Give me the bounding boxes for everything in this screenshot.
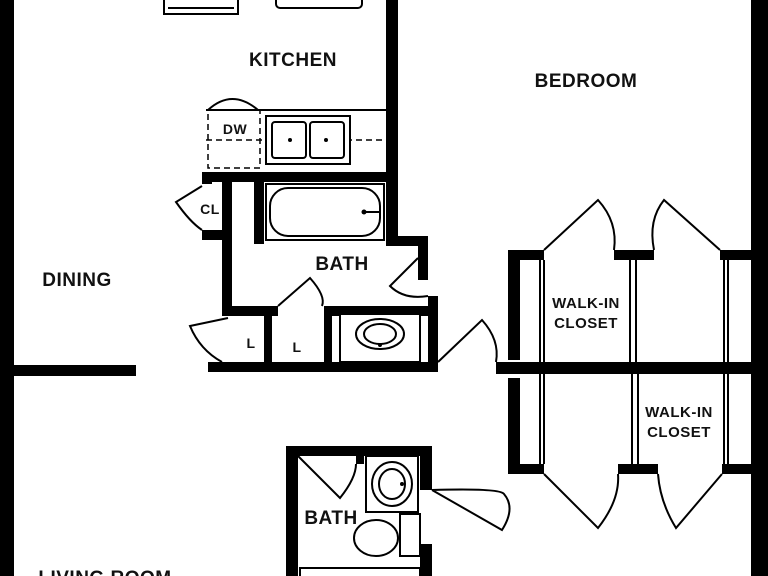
left-exterior-wall bbox=[0, 0, 14, 576]
dishwasher-outline bbox=[207, 109, 261, 169]
label-walkin-1b: CLOSET bbox=[554, 315, 618, 332]
linen-divider-1 bbox=[264, 306, 272, 372]
right-exterior-wall bbox=[751, 0, 768, 576]
lower-bath-inner-wall bbox=[356, 446, 364, 464]
bedroom-door-swing bbox=[437, 318, 498, 363]
bath-top-wall bbox=[202, 172, 398, 182]
dishwasher-arc bbox=[207, 98, 259, 111]
closet-left-jamb-bottom bbox=[508, 378, 520, 470]
kitchen-sink bbox=[265, 115, 351, 165]
toilet-tank bbox=[399, 513, 421, 557]
window-lines bbox=[539, 260, 729, 464]
closet-left-wall-lower bbox=[202, 230, 232, 240]
lower-bath-door-swing bbox=[431, 488, 511, 532]
label-living-room: LIVING ROOM bbox=[38, 568, 171, 576]
lower-bath-right-wall bbox=[420, 446, 432, 490]
toilet-bowl bbox=[353, 519, 399, 557]
closet-mid-wall bbox=[496, 362, 756, 374]
label-linen-1: L bbox=[246, 335, 255, 351]
lower-vanity-sink bbox=[365, 455, 419, 513]
fixtures bbox=[163, 0, 421, 576]
label-dining: DINING bbox=[42, 270, 112, 291]
closet-top-post-1 bbox=[508, 250, 544, 260]
label-kitchen: KITCHEN bbox=[249, 50, 337, 71]
closet-door-arc-2 bbox=[651, 198, 721, 251]
vanity-top bbox=[326, 306, 428, 316]
label-bath-lower: BATH bbox=[304, 508, 357, 529]
linen-row-top bbox=[222, 306, 278, 316]
label-walkin-1a: WALK-IN bbox=[552, 295, 620, 312]
bath-right-wall bbox=[418, 236, 428, 280]
closet-top-post-3 bbox=[720, 250, 756, 260]
label-bedroom: BEDROOM bbox=[535, 71, 638, 92]
closet-top-post-2 bbox=[614, 250, 654, 260]
dining-living-wall bbox=[14, 365, 136, 376]
label-bath-upper: BATH bbox=[315, 254, 368, 275]
kitchen-bedroom-wall bbox=[386, 0, 398, 246]
linen-divider-2 bbox=[324, 306, 332, 372]
lower-bathtub bbox=[299, 567, 421, 576]
label-walkin-2a: WALK-IN bbox=[645, 404, 713, 421]
fridge-top bbox=[275, 0, 363, 9]
room-labels: KITCHEN BEDROOM DINING LIVING ROOM BATH … bbox=[38, 50, 712, 576]
bath-inner-door-swing bbox=[277, 276, 324, 307]
closet-door-arc-1 bbox=[543, 198, 616, 251]
bath-bottom-wall bbox=[208, 362, 438, 372]
bath-right-wall-lower bbox=[428, 296, 438, 372]
lower-bath-left-wall bbox=[286, 446, 298, 576]
linen-door-swing bbox=[188, 317, 229, 363]
closet-bottom-post-2 bbox=[618, 464, 658, 474]
vanity-sink bbox=[339, 313, 421, 363]
tub-left-wall bbox=[254, 182, 264, 244]
closet-left-wall bbox=[202, 172, 212, 184]
bath-right-upper bbox=[386, 236, 428, 246]
label-dishwasher: DW bbox=[223, 121, 248, 137]
lower-bath-right-wall-lower bbox=[420, 544, 432, 576]
lower-bath-inner-door bbox=[297, 455, 357, 500]
bath-door-swing bbox=[388, 257, 429, 298]
closet-divider bbox=[222, 182, 232, 316]
cl-door-swing bbox=[174, 185, 203, 231]
door-swings bbox=[174, 185, 723, 532]
closet-left-jamb-top bbox=[508, 250, 520, 360]
closet-bottom-post-1 bbox=[508, 464, 544, 474]
label-closet: CL bbox=[200, 201, 220, 217]
closet-door-arc-3 bbox=[543, 473, 620, 530]
closet-door-arc-4 bbox=[657, 473, 723, 530]
closet-bottom-post-3 bbox=[722, 464, 756, 474]
label-walkin-2b: CLOSET bbox=[647, 424, 711, 441]
label-linen-2: L bbox=[292, 339, 301, 355]
